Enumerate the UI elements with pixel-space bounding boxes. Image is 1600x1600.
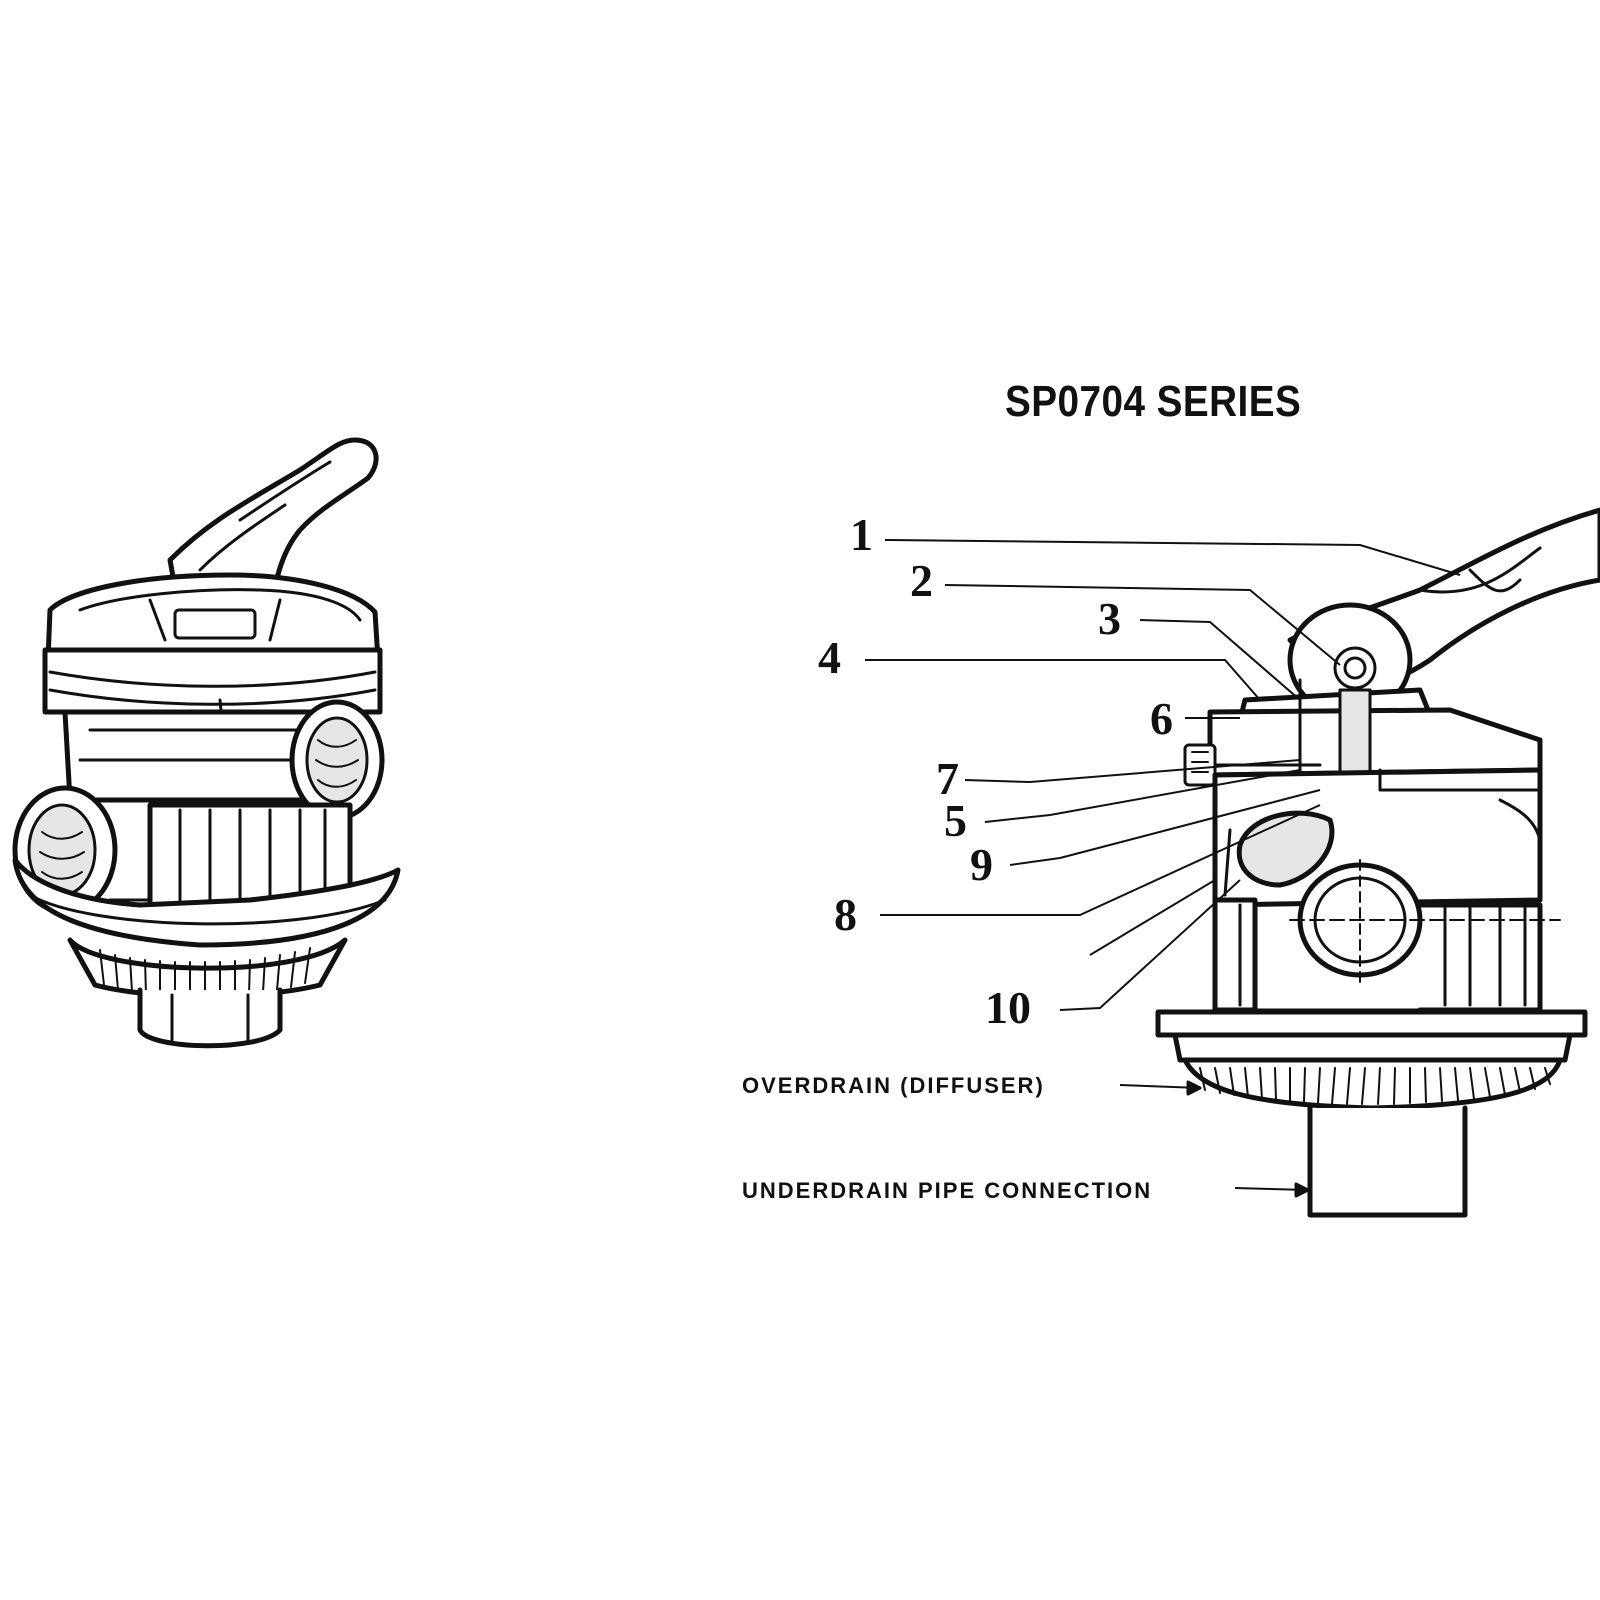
part-number-5: 5 [944, 795, 967, 846]
leader-7 [964, 759, 1301, 784]
valve-perspective-illustration [12, 437, 401, 1049]
diagram-title: SP0704 SERIES [1005, 377, 1302, 426]
underdrain-callout: UNDERDRAIN PIPE CONNECTION [742, 1178, 1153, 1203]
leader-4 [865, 659, 1261, 701]
arrowhead-underdrain [1294, 1182, 1310, 1198]
leader-lines [865, 539, 1461, 1198]
part-number-8: 8 [834, 889, 857, 940]
part-number-7: 7 [936, 753, 959, 804]
valve-section-illustration [1155, 507, 1600, 1218]
part-number-10: 10 [985, 982, 1031, 1033]
leader-9 [1009, 789, 1321, 866]
leader-10 [1059, 879, 1241, 1011]
leader-5 [984, 769, 1301, 823]
part-number-9: 9 [970, 839, 993, 890]
part-number-1: 1 [850, 509, 873, 560]
leader-2 [944, 584, 1341, 666]
leader-extra [1089, 879, 1216, 956]
leader-1 [884, 539, 1461, 576]
part-number-6: 6 [1150, 693, 1173, 744]
leader-8 [880, 804, 1321, 916]
arrowhead-overdrain [1186, 1080, 1202, 1096]
part-number-2: 2 [910, 555, 933, 606]
overdrain-callout: OVERDRAIN (DIFFUSER) [742, 1073, 1045, 1098]
leader-3 [1139, 619, 1301, 701]
part-number-4: 4 [818, 632, 841, 683]
part-number-3: 3 [1098, 593, 1121, 644]
